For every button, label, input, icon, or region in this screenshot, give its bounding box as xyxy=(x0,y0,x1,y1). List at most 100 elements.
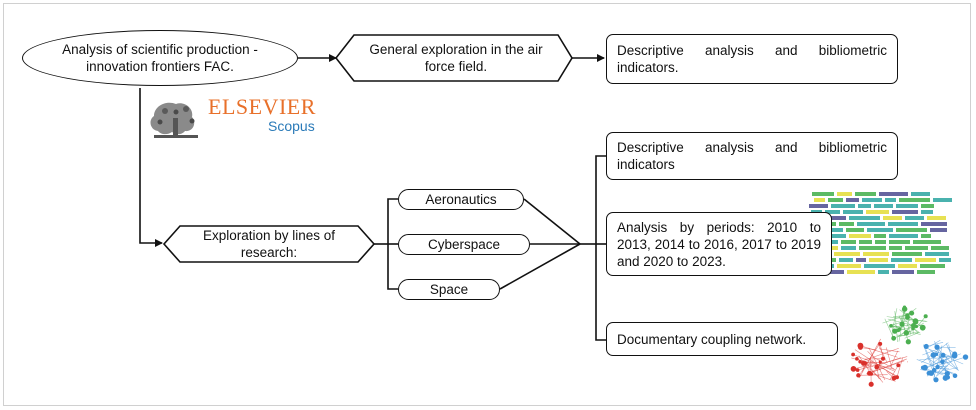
network-edge xyxy=(907,324,911,335)
network-edge xyxy=(905,307,917,317)
period-heatmap-image xyxy=(808,192,952,274)
heatmap-cell xyxy=(841,246,856,250)
network-edge xyxy=(890,350,899,368)
network-node xyxy=(891,335,897,341)
node-descriptive-mid-label: Descriptive analysis and bibliometric in… xyxy=(617,140,887,172)
network-node xyxy=(874,364,880,370)
network-node xyxy=(933,377,939,383)
network-edge xyxy=(879,343,884,361)
node-exploration-lines-label: Exploration by lines of research: xyxy=(202,228,336,260)
node-aeronautics: Aeronautics xyxy=(398,189,524,210)
heatmap-cell xyxy=(846,198,859,202)
network-edge xyxy=(934,345,959,371)
node-general-label: General exploration in the air force fie… xyxy=(369,42,543,74)
network-edge xyxy=(896,334,906,337)
heatmap-cell xyxy=(891,258,912,262)
network-edge xyxy=(867,351,875,359)
network-node xyxy=(856,373,861,378)
heatmap-cell xyxy=(812,192,834,196)
heatmap-cell xyxy=(837,192,852,196)
network-node xyxy=(896,363,901,368)
node-documentary-coupling: Documentary coupling network. xyxy=(606,322,838,356)
network-edge xyxy=(851,357,896,370)
converge-space xyxy=(499,243,581,290)
hexagon-exploration-lines xyxy=(162,225,376,263)
heatmap-cell xyxy=(849,216,880,220)
heatmap-cell xyxy=(921,234,931,238)
heatmap-cell xyxy=(920,264,945,268)
network-edge xyxy=(929,339,941,348)
network-edge xyxy=(922,367,950,378)
heatmap-cell xyxy=(939,258,951,262)
coupling-network-image xyxy=(850,305,969,387)
figure-frame xyxy=(3,3,971,406)
network-edge xyxy=(889,324,914,328)
network-node xyxy=(905,339,911,345)
converge-aeronautics xyxy=(523,198,581,245)
network-edge xyxy=(886,316,928,322)
heatmap-cell xyxy=(878,270,889,274)
network-node xyxy=(909,310,915,316)
heatmap-cell xyxy=(925,252,949,256)
network-edge xyxy=(870,356,872,385)
heatmap-cell xyxy=(834,252,860,256)
heatmap-cell xyxy=(847,270,875,274)
heatmap-cell xyxy=(905,216,924,220)
heatmap-cell xyxy=(931,246,949,250)
network-edge xyxy=(868,347,886,381)
heatmap-cell xyxy=(915,258,936,262)
heatmap-cell xyxy=(899,198,930,202)
heatmap-cell xyxy=(869,258,888,262)
node-descriptive-top-label: Descriptive analysis and bibliometric in… xyxy=(617,43,887,75)
heatmap-cell xyxy=(859,246,886,250)
network-node xyxy=(892,328,898,334)
node-space: Space xyxy=(398,279,500,300)
network-edge xyxy=(869,372,896,382)
heatmap-cell xyxy=(889,246,902,250)
node-cyberspace-label: Cyberspace xyxy=(427,237,501,252)
network-node xyxy=(889,323,893,328)
network-node xyxy=(952,373,958,379)
node-documentary-coupling-label: Documentary coupling network. xyxy=(617,331,807,347)
network-node xyxy=(919,324,926,331)
network-node xyxy=(868,381,874,387)
heatmap-cell xyxy=(898,264,917,268)
heatmap-cell xyxy=(866,210,889,214)
bracket-analyses xyxy=(595,155,606,341)
heatmap-cell xyxy=(839,222,854,226)
heatmap-cell xyxy=(864,264,895,268)
heatmap-cell xyxy=(921,210,933,214)
network-node xyxy=(901,306,908,312)
network-edge xyxy=(913,328,921,334)
network-edge xyxy=(925,349,935,371)
node-start-analysis: Analysis of scientific production - inno… xyxy=(22,30,298,86)
heatmap-cell xyxy=(839,258,853,262)
network-node xyxy=(903,330,910,336)
network-edge xyxy=(857,356,908,371)
heatmap-cell xyxy=(814,198,825,202)
heatmap-cell xyxy=(843,210,863,214)
network-node xyxy=(934,344,940,350)
elsevier-tree-icon xyxy=(150,96,202,140)
heatmap-cell xyxy=(863,252,889,256)
node-exploration-lines: Exploration by lines of research: xyxy=(182,228,356,260)
heatmap-cell xyxy=(896,204,918,208)
network-edge xyxy=(938,345,943,365)
hexagon-general-exploration xyxy=(334,34,573,82)
network-edge xyxy=(863,363,882,380)
network-node xyxy=(850,366,857,372)
node-space-label: Space xyxy=(429,282,469,297)
heatmap-cell xyxy=(862,198,882,202)
network-edge xyxy=(896,357,904,377)
heatmap-cell xyxy=(879,192,908,196)
network-edge xyxy=(939,372,949,375)
heatmap-cell xyxy=(911,192,930,196)
network-node xyxy=(896,328,901,333)
network-edge xyxy=(923,344,937,380)
network-node xyxy=(910,322,917,329)
network-edge xyxy=(878,345,888,364)
heatmap-cell xyxy=(889,234,918,238)
heatmap-cell xyxy=(930,228,947,232)
network-edge xyxy=(854,349,898,378)
